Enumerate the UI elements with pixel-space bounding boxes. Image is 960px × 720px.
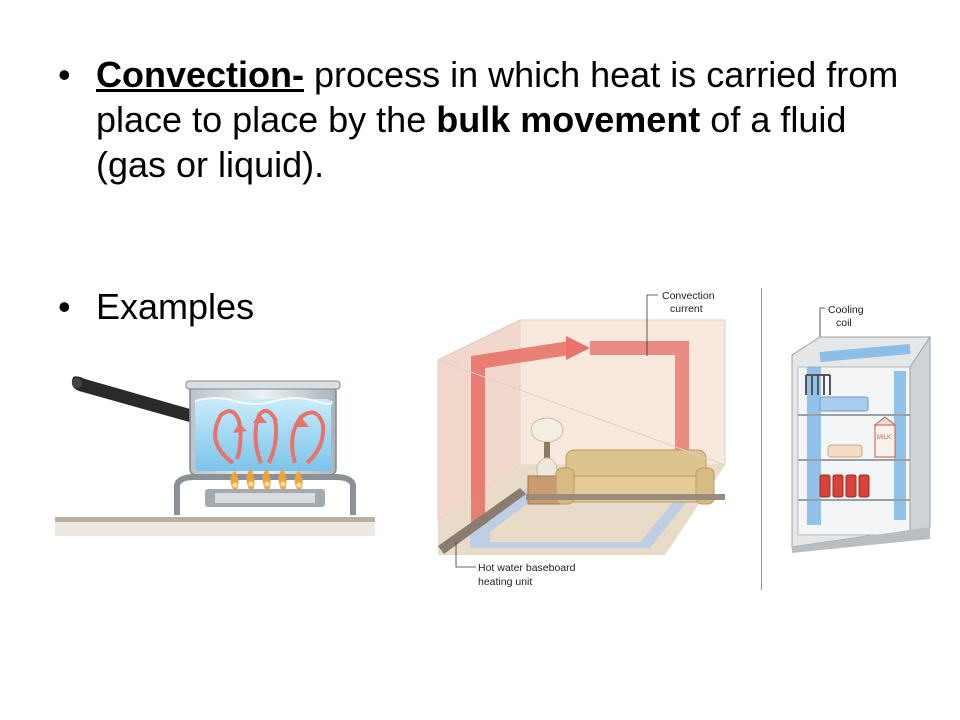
label-cooling: Cooling: [828, 304, 864, 316]
refrigerator-illustration: Cooling coil MILK: [791, 304, 931, 553]
bullet-marker: •: [58, 286, 71, 327]
examples-label: Examples: [96, 286, 255, 327]
bullet-examples: • Examples: [58, 284, 254, 329]
term-convection: Convection-: [96, 54, 305, 95]
label-hot-water: Hot water baseboard: [478, 562, 576, 574]
pot-on-stove-illustration: [55, 376, 375, 536]
definition-text-2: of a fluid (gas or liquid).: [96, 99, 847, 185]
label-current: current: [670, 303, 703, 315]
label-convection: Convection: [662, 290, 715, 302]
bullet-convection: • Convection- process in which heat is ca…: [58, 52, 918, 187]
label-heating-unit: heating unit: [478, 576, 532, 588]
arrow-loop-center: [253, 408, 279, 464]
arrow-loop-right: [290, 410, 326, 465]
cold-air-flow: [807, 344, 911, 525]
label-milk: MILK: [877, 435, 891, 441]
room-convection-illustration: Convection current Hot water baseboard h…: [436, 290, 726, 588]
arrow-loop-left: [213, 409, 243, 465]
definition-text-1: process in which heat is carried from pl…: [96, 54, 899, 140]
definition-block: • Convection- process in which heat is ca…: [58, 52, 918, 187]
label-coil: coil: [836, 317, 852, 329]
bullet-marker: •: [58, 54, 71, 95]
illustration-divider: [761, 288, 762, 590]
bold-bulk-movement: bulk movement: [436, 99, 701, 140]
